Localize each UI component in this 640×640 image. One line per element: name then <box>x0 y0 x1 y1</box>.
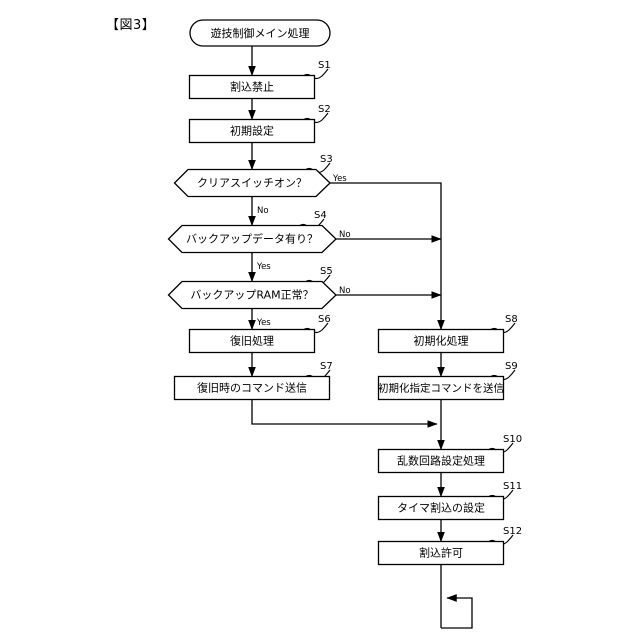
edge-s7-to-main <box>251 399 438 428</box>
node-s3[interactable]: クリアスイッチオン？ <box>173 168 331 198</box>
s11-box-shape <box>377 495 505 521</box>
step-label-s7: S7 <box>320 361 333 372</box>
step-label-s8: S8 <box>505 314 518 325</box>
edge-label-s3-no: No <box>257 206 269 216</box>
s2-box-shape <box>188 118 316 144</box>
s8-box-shape <box>377 328 505 354</box>
s4-decision-shape <box>167 224 337 254</box>
step-leader-lines <box>295 68 516 546</box>
figure-number-label: 【図3】 <box>106 18 156 33</box>
s6-box-shape <box>188 328 316 354</box>
step-label-s9: S9 <box>505 361 518 372</box>
edge-label-s5-yes: Yes <box>256 318 271 328</box>
node-s11[interactable]: タイマ割込の設定 <box>377 495 505 521</box>
s10-box-label: 乱数回路設定処理 <box>397 454 485 468</box>
edge-label-s4-yes: Yes <box>256 262 271 272</box>
node-s10[interactable]: 乱数回路設定処理 <box>377 448 505 474</box>
s1-box-label: 割込禁止 <box>230 80 274 94</box>
s1-box-shape <box>188 74 316 100</box>
node-s9[interactable]: 初期化指定コマンドを送信 <box>377 375 505 401</box>
s7-box-label: 復旧時のコマンド送信 <box>197 381 307 395</box>
step-label-s2: S2 <box>318 104 331 115</box>
s7-box-shape <box>173 375 331 401</box>
step-label-s3: S3 <box>320 154 333 165</box>
node-s7[interactable]: 復旧時のコマンド送信 <box>173 375 331 401</box>
node-s5[interactable]: バックアップRAM正常？ <box>167 280 337 310</box>
step-label-s12: S12 <box>503 526 522 537</box>
step-label-s10: S10 <box>503 434 522 445</box>
s2-box-label: 初期設定 <box>230 124 274 138</box>
leader-s2 <box>299 112 329 124</box>
step-label-s4: S4 <box>314 210 327 221</box>
s9-box-shape <box>377 375 505 401</box>
edge-s3yes-to-merge <box>330 182 445 331</box>
start-terminator-label: 遊技制御メイン処理 <box>211 26 310 40</box>
edge-label-s4-no: No <box>339 230 351 240</box>
s10-box-shape <box>377 448 505 474</box>
s11-box-label: タイマ割込の設定 <box>397 501 485 515</box>
step-label-s1: S1 <box>318 60 331 71</box>
s8-box-label: 初期化処理 <box>414 334 469 348</box>
node-s1[interactable]: 割込禁止 <box>188 74 316 100</box>
node-s4[interactable]: バックアップデータ有り？ <box>167 224 337 254</box>
step-number-labels: S1 S2 S3 S4 S5 S6 S7 S8 S9 S10 S11 S12 <box>314 60 522 537</box>
s6-box-label: 復旧処理 <box>230 335 274 348</box>
leader-s6 <box>299 322 329 334</box>
s4-decision-label: バックアップデータ有り？ <box>186 232 318 246</box>
s12-box-shape <box>377 540 505 566</box>
node-s8[interactable]: 初期化処理 <box>377 328 505 354</box>
s3-decision-label: クリアスイッチオン？ <box>197 177 307 190</box>
s9-box-label: 初期化指定コマンドを送信 <box>378 382 504 395</box>
node-s12[interactable]: 割込許可 <box>377 540 505 566</box>
s3-decision-shape <box>173 168 331 198</box>
edge-labels: Yes No No Yes No Yes <box>256 174 351 328</box>
connector-lines <box>248 46 473 629</box>
edge-label-s5-no: No <box>339 286 351 296</box>
edge-loop-back <box>441 594 473 629</box>
s5-decision-shape <box>167 280 337 310</box>
step-label-s6: S6 <box>318 314 331 325</box>
s5-decision-label: バックアップRAM正常？ <box>190 289 313 302</box>
node-start[interactable]: 遊技制御メイン処理 <box>189 19 331 47</box>
node-s6[interactable]: 復旧処理 <box>188 328 316 354</box>
edge-label-s3-yes: Yes <box>332 174 347 184</box>
leader-s1 <box>299 68 329 80</box>
start-terminator-shape <box>189 19 331 47</box>
node-s2[interactable]: 初期設定 <box>188 118 316 144</box>
s12-box-label: 割込許可 <box>419 546 463 560</box>
step-label-s5: S5 <box>320 266 333 277</box>
step-label-s11: S11 <box>503 481 522 492</box>
